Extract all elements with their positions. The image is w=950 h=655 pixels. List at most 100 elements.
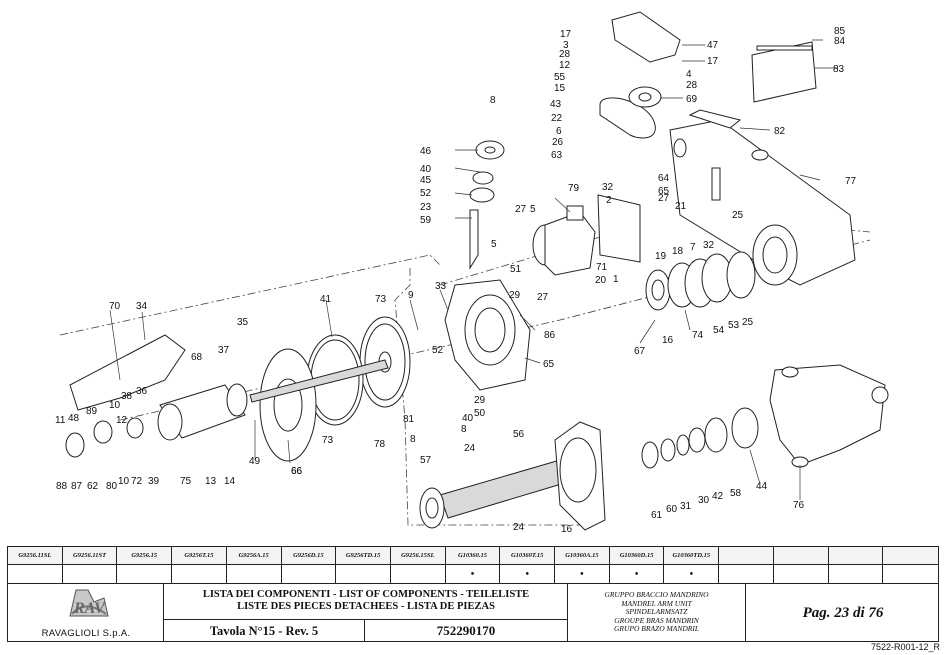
model-header: G10360A.15	[555, 547, 610, 565]
part-label: 18	[672, 246, 684, 257]
part-label: 67	[634, 346, 646, 357]
part-label: 34	[136, 301, 148, 312]
model-header: G10360D.15	[609, 547, 665, 565]
group-description: GRUPPO BRACCIO MANDRINO MANDREL ARM UNIT…	[568, 584, 746, 642]
part-label: 1	[613, 274, 619, 285]
part-label: 71	[596, 262, 608, 273]
part-label: 61	[651, 510, 663, 521]
part-label: 59	[420, 215, 432, 226]
part-label: 56	[513, 429, 525, 440]
part-label: 66	[291, 466, 303, 477]
part-label: 32	[602, 182, 614, 193]
part-label: 76	[793, 500, 805, 511]
part-label: 9	[408, 290, 414, 301]
model-mark	[719, 565, 774, 583]
part-label: 49	[249, 456, 261, 467]
part-label: 14	[224, 476, 236, 487]
model-mark	[774, 565, 829, 583]
part-label: 70	[109, 301, 121, 312]
model-header: G9256.15	[117, 547, 173, 565]
part-label: 60	[666, 504, 678, 515]
model-mark	[8, 565, 63, 583]
group-line: MANDREL ARM UNIT	[621, 598, 692, 608]
part-label: 39	[148, 476, 160, 487]
model-header: G9256TD.15	[336, 547, 391, 565]
part-label: 53	[728, 320, 740, 331]
part-label: 25	[732, 210, 744, 221]
list-title: LISTA DEI COMPONENTI - LIST OF COMPONENT…	[164, 584, 568, 620]
page-number: Pag. 23 di 76	[802, 604, 884, 621]
model-mark: •	[500, 565, 556, 583]
part-label: 2	[606, 195, 612, 206]
part-label: 46	[420, 146, 432, 157]
part-label: 83	[833, 64, 845, 75]
part-label: 8	[461, 424, 467, 435]
part-label: 32	[703, 240, 715, 251]
part-label: 50	[474, 408, 486, 419]
part-label: 10	[118, 476, 130, 487]
part-label: 65	[543, 359, 555, 370]
group-line: GRUPO BRAZO MANDRIL	[614, 624, 699, 634]
part-label: 8	[490, 95, 496, 106]
part-label: 72	[131, 476, 143, 487]
part-label: 87	[71, 481, 83, 492]
part-label: 63	[551, 150, 563, 161]
part-label: 5	[491, 239, 497, 250]
part-label: 33	[435, 281, 447, 292]
group-line: GROUPE BRAS MANDRIN	[614, 615, 699, 625]
part-label: 20	[595, 275, 607, 286]
part-label: 17	[560, 29, 572, 40]
model-header: G10360.15	[445, 547, 501, 565]
table-revision: Tavola N°15 - Rev. 5	[164, 620, 365, 642]
part-label: 84	[834, 36, 846, 47]
part-label: 16	[561, 524, 573, 535]
document-reference: 7522-R001-12_R	[870, 642, 940, 652]
ravaglioli-logo-icon: RAV	[69, 589, 109, 617]
model-header: G9256D.15	[281, 547, 337, 565]
part-label: 82	[774, 126, 786, 137]
part-label: 89	[86, 406, 98, 417]
part-label: 16	[662, 335, 674, 346]
model-mark	[117, 565, 173, 583]
part-label: 23	[420, 202, 432, 213]
model-mark	[883, 565, 938, 583]
part-label: 73	[375, 294, 387, 305]
part-label: 7	[690, 242, 696, 253]
model-mark: •	[664, 565, 720, 583]
group-line: GRUPPO BRACCIO MANDRINO	[604, 590, 709, 599]
part-label: 44	[756, 481, 768, 492]
model-mark: •	[610, 565, 665, 583]
part-label: 27	[515, 204, 527, 215]
model-header	[773, 547, 829, 565]
model-mark: •	[446, 565, 501, 583]
part-label: 38	[121, 391, 133, 402]
model-header	[883, 547, 938, 565]
part-label: 85	[834, 26, 846, 37]
part-label: 29	[509, 290, 521, 301]
part-label: 86	[544, 330, 556, 341]
part-label: 69	[686, 94, 698, 105]
part-label: 41	[320, 294, 332, 305]
part-label: 52	[420, 188, 432, 199]
model-mark	[63, 565, 118, 583]
part-label: 40	[420, 164, 432, 175]
part-label: 52	[432, 345, 444, 356]
logo-text: RAV	[73, 600, 106, 617]
part-label: 75	[180, 476, 192, 487]
part-label: 22	[551, 113, 563, 124]
part-label: 26	[552, 137, 564, 148]
part-label: 55	[554, 72, 566, 83]
part-label: 57	[420, 455, 432, 466]
part-label: 10	[109, 400, 121, 411]
part-label: 30	[698, 495, 710, 506]
part-label: 17	[707, 56, 719, 67]
part-label: 66	[291, 466, 303, 477]
part-label: 79	[568, 183, 580, 194]
part-label: 6	[556, 126, 562, 137]
part-label: 12	[559, 60, 571, 71]
part-label: 77	[845, 176, 857, 187]
model-header: G10360TD.15	[664, 547, 720, 565]
part-label: 43	[550, 99, 562, 110]
model-header: G10360T.15	[500, 547, 556, 565]
model-mark	[282, 565, 337, 583]
